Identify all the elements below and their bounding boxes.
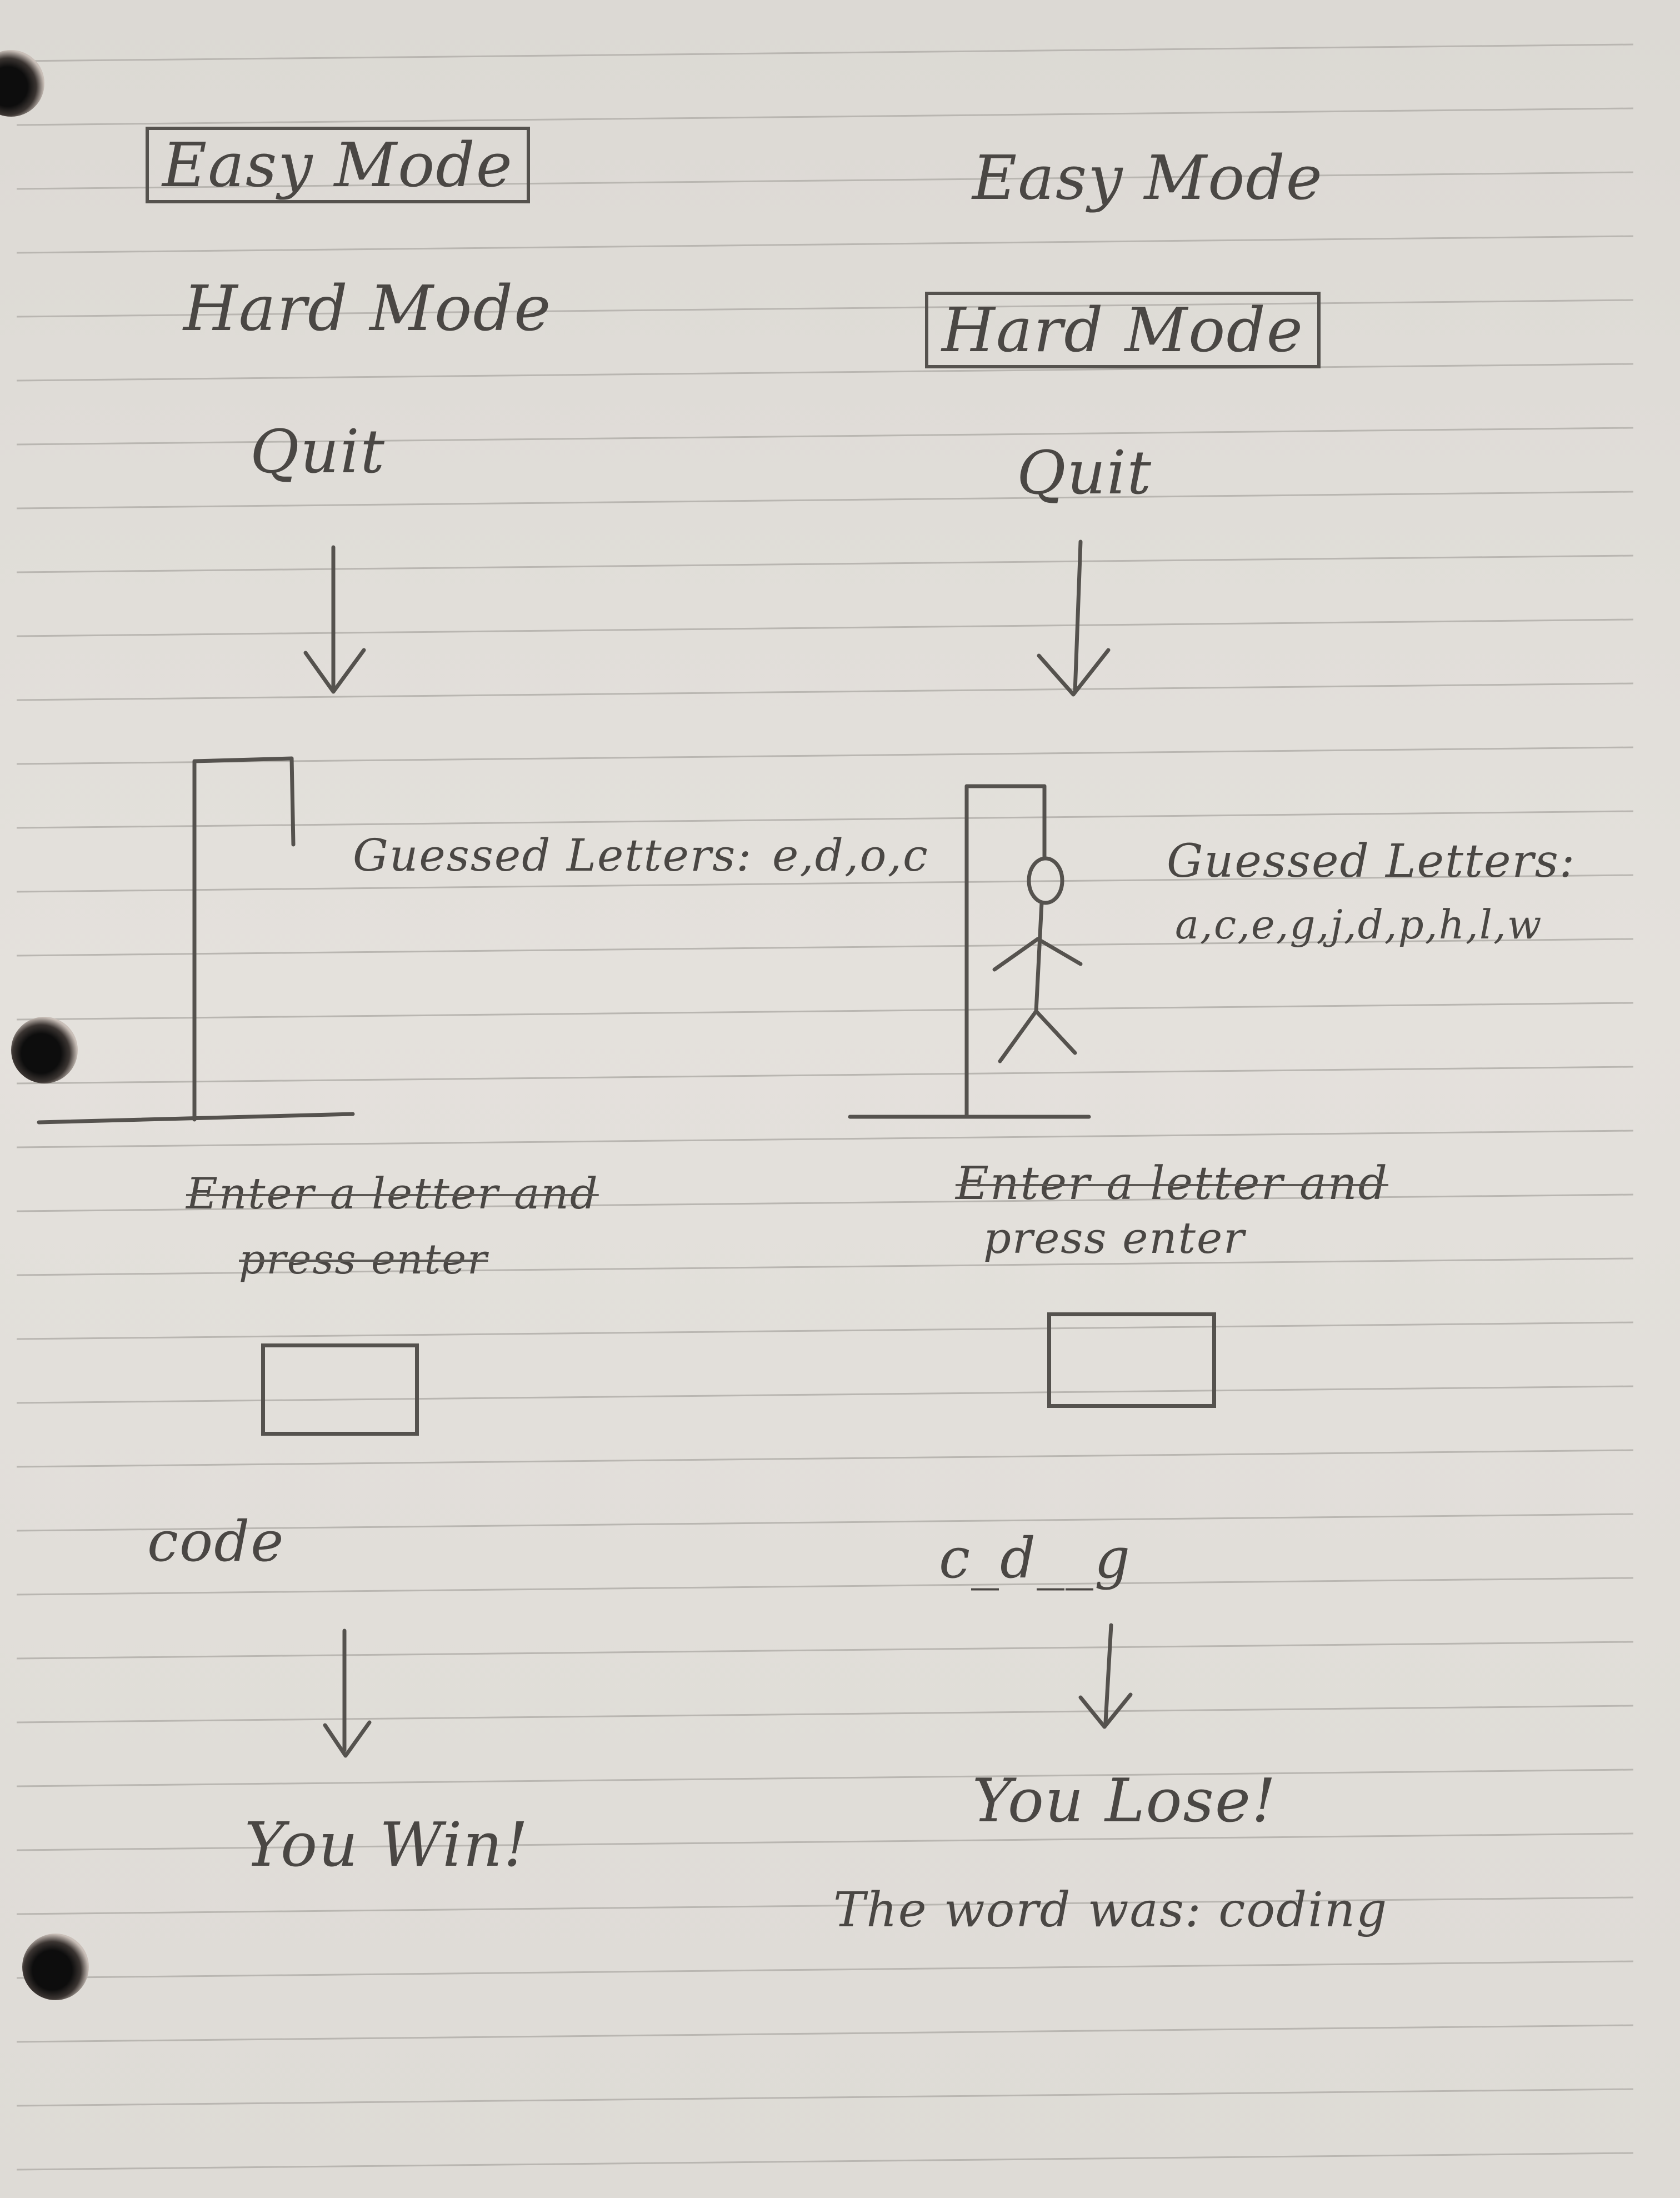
right-gallows: [848, 784, 1091, 1119]
right-hard-mode-button[interactable]: Hard Mode: [925, 292, 1321, 368]
binder-hole-bottom: [22, 1934, 89, 2000]
ruled-line: [16, 491, 1634, 509]
hangman-head: [1027, 856, 1064, 905]
right-guessed-letters-value: a,c,e,g,j,d,p,h,l,w: [1175, 901, 1543, 948]
right-word-display: c_d__g: [939, 1526, 1132, 1591]
right-prompt-line2: press enter: [983, 1213, 1246, 1263]
left-guessed-letters-value: e,d,o,c: [772, 830, 929, 881]
left-prompt-line1: Enter a letter and: [186, 1169, 599, 1219]
right-guessed-letters-label: Guessed Letters:: [1167, 835, 1576, 888]
ruled-line: [16, 1577, 1634, 1596]
left-word-display: code: [147, 1509, 285, 1574]
ruled-line: [16, 2152, 1634, 2171]
hangman-right-leg: [1034, 1009, 1077, 1055]
ruled-line: [16, 107, 1634, 126]
hangman-right-arm: [1036, 937, 1083, 966]
ruled-line: [16, 1896, 1634, 1915]
hangman-body: [1034, 901, 1044, 1013]
ruled-line: [16, 1960, 1634, 1979]
right-word-reveal: The word was: coding: [833, 1882, 1388, 1938]
ruled-line: [16, 1002, 1634, 1021]
ruled-line: [16, 874, 1634, 893]
ruled-line: [16, 1769, 1634, 1787]
left-arrow-2: [323, 1628, 372, 1758]
right-quit-button[interactable]: Quit: [1017, 438, 1153, 508]
ruled-line: [16, 746, 1634, 765]
hangman-left-leg: [998, 1009, 1038, 1063]
ruled-line: [16, 43, 1634, 62]
left-quit-button[interactable]: Quit: [250, 417, 386, 487]
left-result-message: You Win!: [244, 1809, 529, 1880]
left-guessed-letters-label: Guessed Letters:: [353, 830, 753, 881]
right-arrow-1: [1037, 539, 1111, 697]
ruled-line: [16, 2088, 1634, 2107]
ruled-line: [16, 1130, 1634, 1148]
ruled-line: [16, 363, 1634, 382]
ruled-line: [16, 1705, 1634, 1724]
left-letter-input[interactable]: [261, 1343, 419, 1436]
ruled-line: [16, 427, 1634, 446]
ruled-line: [16, 1832, 1634, 1851]
ruled-line: [16, 1385, 1634, 1404]
ruled-line: [16, 2024, 1634, 2043]
hangman-left-arm: [992, 937, 1040, 972]
left-gallows: [37, 756, 355, 1125]
ruled-line: [16, 299, 1634, 318]
ruled-line: [16, 171, 1634, 190]
right-prompt-line1: Enter a letter and: [956, 1157, 1389, 1210]
left-arrow-1: [303, 545, 366, 694]
ruled-line: [16, 1066, 1634, 1085]
binder-hole-middle: [11, 1017, 78, 1083]
left-prompt-line2: press enter: [239, 1236, 488, 1283]
ruled-line: [16, 235, 1634, 254]
left-hard-mode-button[interactable]: Hard Mode: [183, 273, 552, 345]
ruled-line: [16, 810, 1634, 829]
ruled-line: [16, 1257, 1634, 1276]
ruled-line: [16, 938, 1634, 957]
right-letter-input[interactable]: [1047, 1312, 1216, 1408]
ruled-line: [16, 682, 1634, 701]
right-result-message: You Lose!: [972, 1766, 1277, 1836]
ruled-line: [16, 1321, 1634, 1340]
right-arrow-2: [1078, 1623, 1133, 1729]
right-hangman-figure: [992, 856, 1083, 1063]
ruled-line: [16, 618, 1634, 637]
left-easy-mode-button[interactable]: Easy Mode: [146, 127, 530, 203]
ruled-line: [16, 555, 1634, 573]
ruled-line: [16, 1641, 1634, 1660]
right-easy-mode-button[interactable]: Easy Mode: [972, 142, 1323, 213]
ruled-line: [16, 1513, 1634, 1532]
ruled-line: [16, 1193, 1634, 1212]
ruled-line: [16, 1449, 1634, 1468]
